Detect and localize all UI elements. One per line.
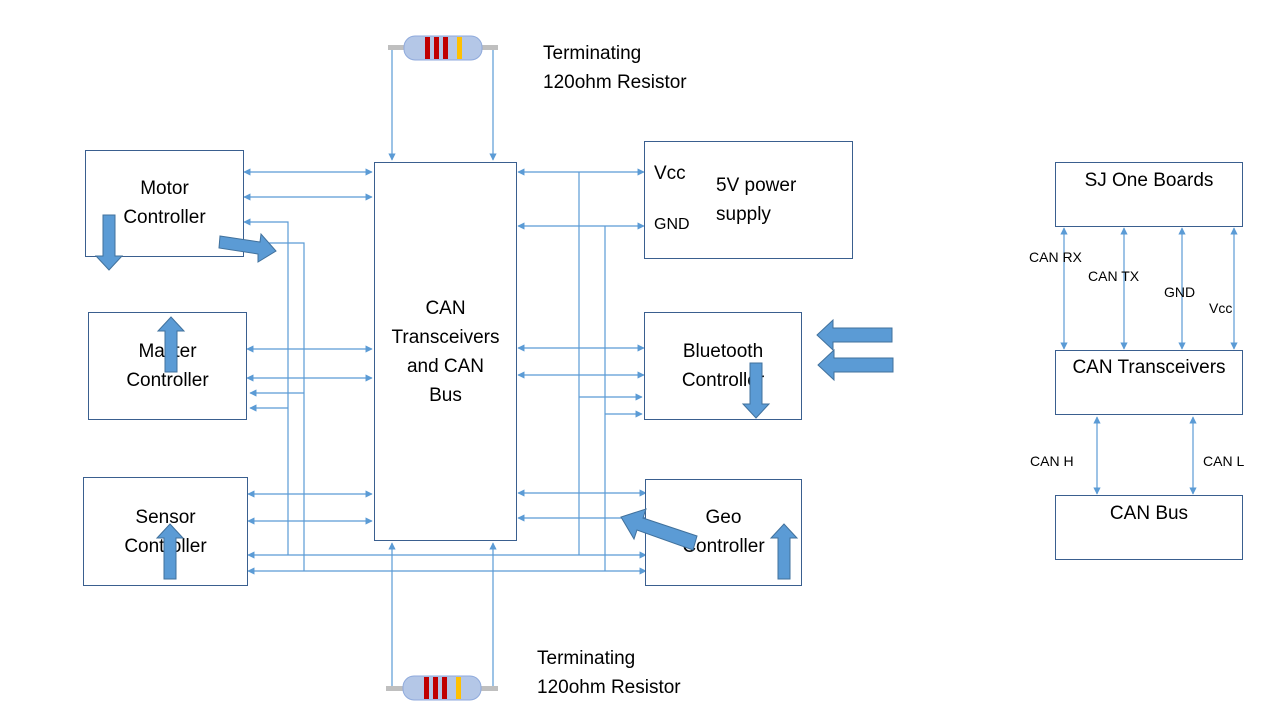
legend-can-l-label: CAN L bbox=[1203, 453, 1245, 469]
legend-transceivers-label: CAN Transceivers bbox=[1072, 357, 1226, 378]
top-resistor-icon bbox=[388, 35, 498, 61]
bluetooth-controller-box bbox=[644, 312, 802, 420]
can-bus-block bbox=[374, 162, 517, 541]
legend-sj-one-box bbox=[1055, 162, 1243, 227]
bottom-resistor-icon bbox=[386, 675, 498, 701]
legend-can-h-label: CAN H bbox=[1030, 453, 1074, 469]
legend-can-bus-label: CAN Bus bbox=[1109, 503, 1189, 524]
legend-transceivers-box bbox=[1055, 350, 1243, 415]
legend-sj-one-label: SJ One Boards bbox=[1084, 170, 1214, 191]
legend-can-rx-label: CAN RX bbox=[1029, 249, 1082, 265]
power-supply-box bbox=[644, 141, 853, 259]
power-vcc-label: Vcc bbox=[654, 163, 686, 184]
legend-gnd-label: GND bbox=[1164, 284, 1196, 300]
power-gnd-label: GND bbox=[654, 216, 690, 233]
legend-vcc-label: Vcc bbox=[1209, 300, 1233, 316]
legend-can-bus-box bbox=[1055, 495, 1243, 560]
legend-can-tx-label: CAN TX bbox=[1088, 268, 1140, 284]
